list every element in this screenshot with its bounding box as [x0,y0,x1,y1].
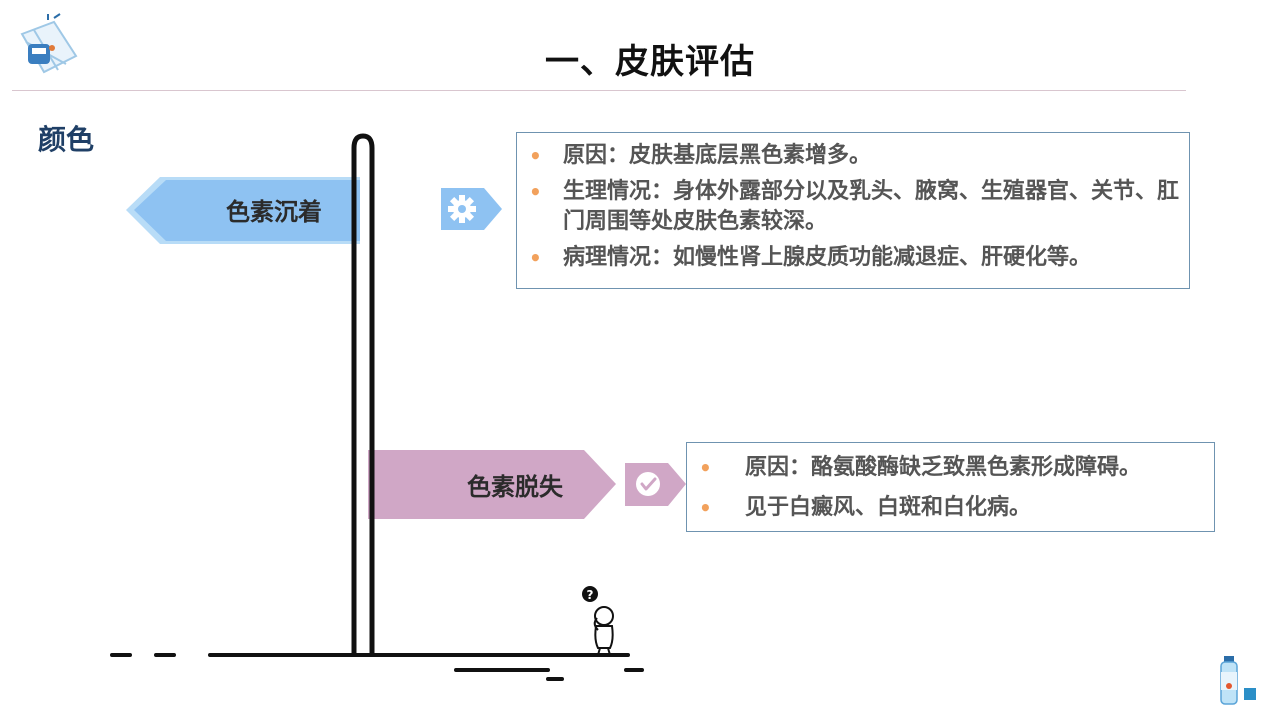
check-tag [625,463,686,506]
signpost-pole [351,133,375,655]
list-item: •原因：酪氨酸酶缺乏致黑色素形成障碍。 [687,453,1214,483]
sign-depigmentation [368,450,616,519]
page-title: 一、皮肤评估 [545,42,755,82]
sign-label-depigmentation: 色素脱失 [467,473,563,501]
water-bottle-icon [1220,656,1256,705]
gear-tag [441,188,502,230]
bullet: • [529,246,542,270]
question-bubble-icon: ? [582,586,598,602]
section-heading: 颜色 [38,123,95,156]
thinking-person-figure [593,606,614,656]
logo-icon [20,13,78,74]
question-mark: ? [587,588,594,602]
bullet: • [529,180,542,204]
bullet: • [699,496,712,520]
bullet: • [529,144,542,168]
check-circle-icon [636,472,660,496]
sign-pigmentation [126,177,360,244]
bullet: • [699,456,712,480]
info-box-depigmentation: •原因：酪氨酸酶缺乏致黑色素形成障碍。 •见于白癜风、白斑和白化病。 [686,442,1215,532]
ground-lines [110,653,644,681]
list-item: •见于白癜风、白斑和白化病。 [687,493,1214,523]
info-box-pigmentation: •原因：皮肤基底层黑色素增多。 •生理情况：身体外露部分以及乳头、腋窝、生殖器官… [516,132,1190,289]
list-item: •原因：皮肤基底层黑色素增多。 [517,141,1189,171]
title-divider [12,90,1186,91]
list-item: •生理情况：身体外露部分以及乳头、腋窝、生殖器官、关节、肛门周围等处皮肤色素较深… [529,179,1180,234]
list-item: •病理情况：如慢性肾上腺皮质功能减退症、肝硬化等。 [517,243,1189,273]
sign-label-pigmentation: 色素沉着 [226,198,322,226]
gear-icon [448,195,476,223]
